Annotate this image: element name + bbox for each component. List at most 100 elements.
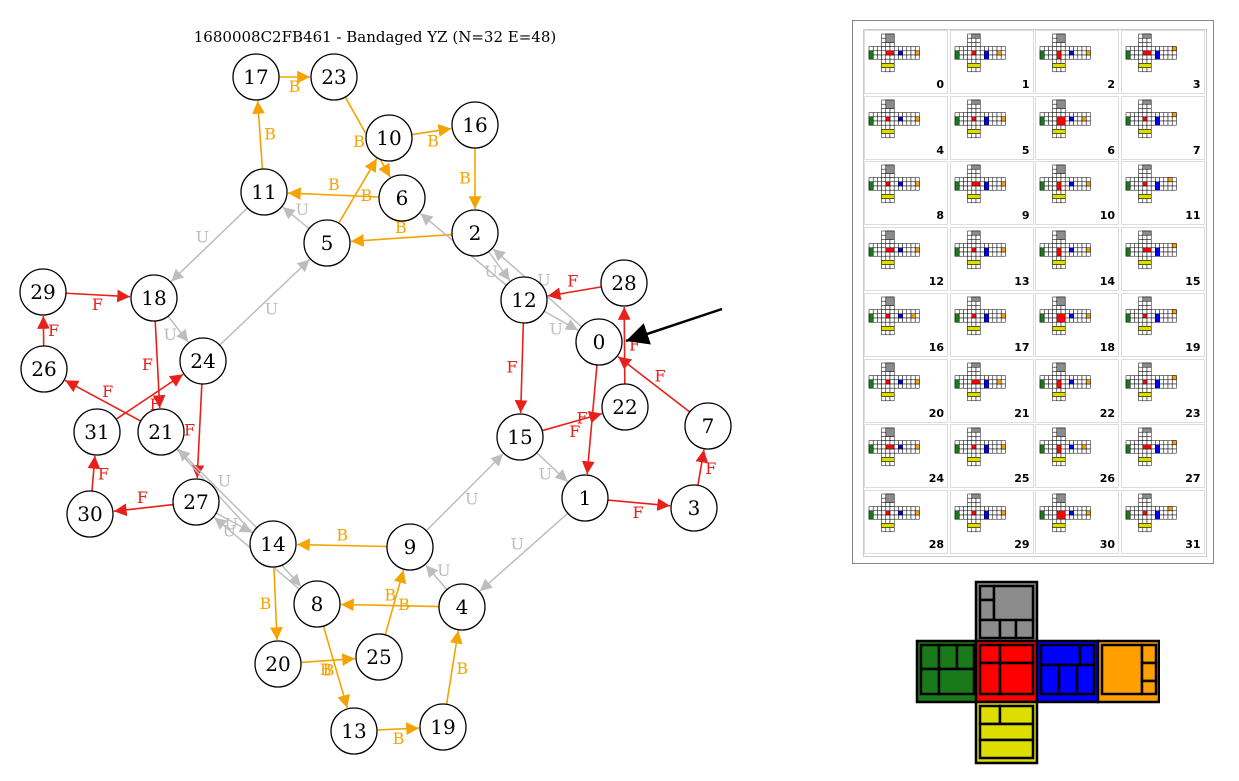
node-circle	[130, 274, 178, 322]
edge-label: B	[395, 218, 407, 237]
edge-line	[425, 564, 448, 591]
edge-label: B	[393, 729, 405, 748]
state-cell-29[interactable]: 29	[949, 489, 1034, 554]
state-cell-31[interactable]: 31	[1120, 489, 1205, 554]
node-11[interactable]: 11	[240, 168, 288, 216]
state-number: 21	[1014, 406, 1030, 420]
state-number: 0	[936, 78, 944, 91]
state-number: 16	[928, 340, 944, 354]
state-cell-15[interactable]: 15	[1120, 227, 1205, 292]
node-0[interactable]: 0	[575, 318, 623, 366]
node-22[interactable]: 22	[601, 383, 649, 431]
state-cell-27[interactable]: 27	[1120, 424, 1205, 489]
node-label: 21	[148, 420, 173, 444]
node-9[interactable]: 9	[386, 523, 434, 571]
edge-label: F	[567, 272, 578, 291]
node-circle	[451, 209, 499, 257]
state-cell-24[interactable]: 24	[864, 424, 948, 489]
state-cell-30[interactable]: 30	[1035, 489, 1119, 554]
state-number: 6	[1107, 143, 1115, 157]
state-cell-1[interactable]: 1	[949, 30, 1034, 94]
node-6[interactable]: 6	[378, 174, 426, 222]
edge-27-30: F	[113, 488, 174, 517]
node-15[interactable]: 15	[496, 413, 544, 461]
state-cell-6[interactable]: 6	[1035, 95, 1119, 160]
state-number: 25	[1014, 472, 1030, 486]
node-circle	[419, 703, 467, 751]
state-cell-7[interactable]: 7	[1120, 95, 1205, 160]
state-cell-28[interactable]: 28	[864, 489, 948, 554]
node-label: 17	[243, 65, 268, 89]
node-28[interactable]: 28	[600, 259, 648, 307]
node-label: 8	[311, 592, 324, 616]
state-number: 8	[936, 209, 944, 223]
node-7[interactable]: 7	[684, 402, 732, 450]
node-4[interactable]: 4	[438, 583, 486, 631]
node-3[interactable]: 3	[670, 484, 718, 532]
state-cell-11[interactable]: 11	[1120, 161, 1205, 226]
node-14[interactable]: 14	[249, 520, 297, 568]
node-5[interactable]: 5	[303, 219, 351, 267]
edge-label: U	[196, 227, 209, 246]
node-13[interactable]: 13	[330, 707, 378, 755]
node-16[interactable]: 16	[451, 101, 499, 149]
node-17[interactable]: 17	[232, 53, 280, 101]
node-26[interactable]: 26	[20, 345, 68, 393]
state-number: 27	[1185, 472, 1201, 486]
edge-label: B	[264, 124, 276, 143]
node-18[interactable]: 18	[130, 274, 178, 322]
node-10[interactable]: 10	[365, 114, 413, 162]
state-cell-25[interactable]: 25	[949, 424, 1034, 489]
node-20[interactable]: 20	[254, 640, 302, 688]
edge-29-18: F	[65, 289, 131, 314]
node-8[interactable]: 8	[293, 580, 341, 628]
node-circle	[670, 484, 718, 532]
state-cell-10[interactable]: 10	[1035, 161, 1119, 226]
node-label: 14	[260, 532, 285, 556]
edge-label: F	[629, 335, 640, 354]
node-circle	[330, 707, 378, 755]
state-number: 11	[1185, 209, 1201, 223]
node-1[interactable]: 1	[561, 474, 609, 522]
node-24[interactable]: 24	[179, 337, 227, 385]
node-25[interactable]: 25	[355, 633, 403, 681]
edge-line	[338, 158, 378, 224]
state-cell-14[interactable]: 14	[1035, 227, 1119, 292]
state-cell-17[interactable]: 17	[949, 292, 1034, 357]
state-cell-22[interactable]: 22	[1035, 358, 1119, 423]
edge-line	[152, 320, 166, 409]
edge-line	[445, 630, 463, 705]
node-label: 1	[579, 486, 592, 510]
node-23[interactable]: 23	[310, 53, 358, 101]
state-cell-0[interactable]: 0	[864, 30, 948, 94]
state-cell-13[interactable]: 13	[949, 227, 1034, 292]
node-2[interactable]: 2	[451, 209, 499, 257]
state-cell-21[interactable]: 21	[949, 358, 1034, 423]
state-cell-4[interactable]: 4	[864, 95, 948, 160]
state-cell-23[interactable]: 23	[1120, 358, 1205, 423]
node-27[interactable]: 27	[172, 478, 220, 526]
node-21[interactable]: 21	[137, 408, 185, 456]
node-label: 20	[265, 652, 290, 676]
state-cell-3[interactable]: 3	[1120, 30, 1205, 94]
node-19[interactable]: 19	[419, 703, 467, 751]
node-30[interactable]: 30	[66, 490, 114, 538]
edge-line	[617, 306, 631, 385]
state-cell-26[interactable]: 26	[1035, 424, 1119, 489]
state-cell-9[interactable]: 9	[949, 161, 1034, 226]
state-cell-12[interactable]: 12	[864, 227, 948, 292]
node-12[interactable]: 12	[500, 276, 548, 324]
state-cell-18[interactable]: 18	[1035, 292, 1119, 357]
state-cell-20[interactable]: 20	[864, 358, 948, 423]
state-cell-16[interactable]: 16	[864, 292, 948, 357]
node-29[interactable]: 29	[19, 268, 67, 316]
state-cell-19[interactable]: 19	[1120, 292, 1205, 357]
state-number: 18	[1099, 340, 1115, 354]
state-cell-5[interactable]: 5	[949, 95, 1034, 160]
node-31[interactable]: 31	[73, 408, 121, 456]
edge-label: U	[295, 200, 308, 219]
state-cell-8[interactable]: 8	[864, 161, 948, 226]
state-cell-2[interactable]: 2	[1035, 30, 1119, 94]
edge-line	[384, 569, 407, 636]
